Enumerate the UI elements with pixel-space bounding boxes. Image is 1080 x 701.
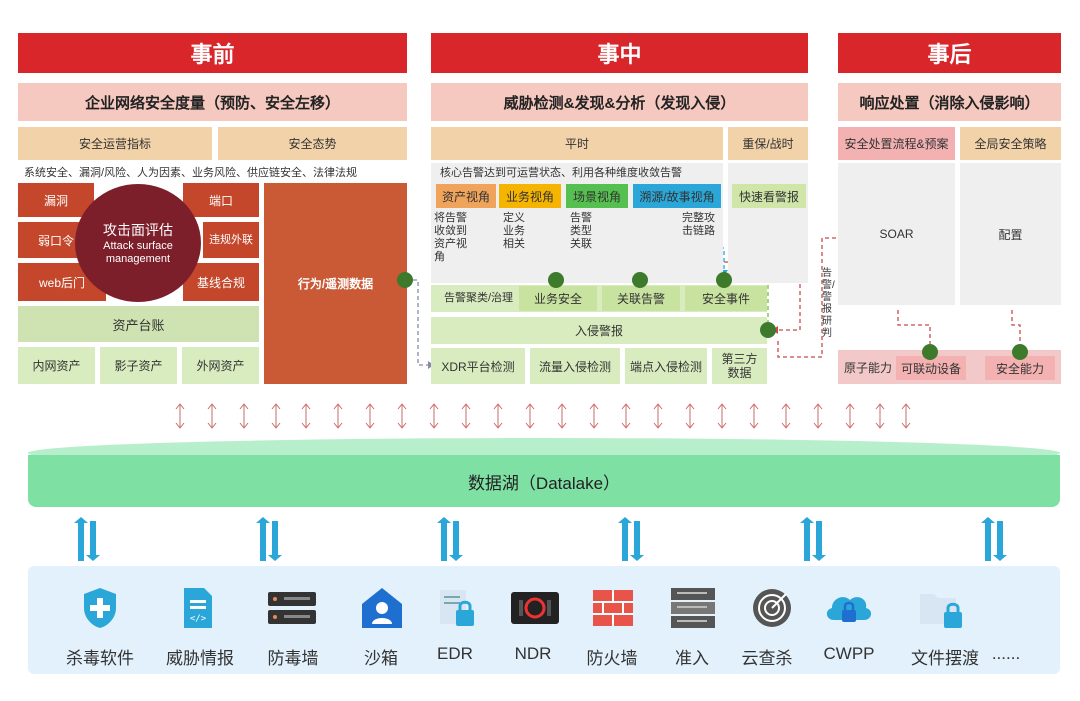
view-scenario: 场景视角 bbox=[566, 184, 628, 208]
server-icon bbox=[262, 584, 322, 632]
intrusion-alert: 入侵警报 bbox=[431, 317, 767, 344]
source-label-cloud-scan: 云查杀 bbox=[741, 649, 793, 668]
security-posture: 安全态势 bbox=[218, 127, 407, 160]
quick-view: 快速看警报 bbox=[732, 184, 806, 208]
view-story: 溯源/故事视角 bbox=[633, 184, 721, 208]
dot-correlated bbox=[632, 272, 648, 288]
wartime: 重保/战时 bbox=[728, 127, 808, 160]
global-policy: 全局安全策略 bbox=[960, 127, 1061, 160]
source-label-threat-intel: 威胁情报 bbox=[166, 649, 234, 668]
asset-shadow: 影子资产 bbox=[100, 347, 177, 384]
source-label-cwpp: CWPP bbox=[823, 644, 875, 663]
vuln-item: 漏洞 bbox=[18, 183, 94, 217]
security-capability: 安全能力 bbox=[985, 356, 1055, 380]
behavior-telemetry: 行为/遥测数据 bbox=[264, 183, 407, 384]
phase-after-header: 事后 bbox=[838, 33, 1061, 73]
asset-external: 外网资产 bbox=[182, 347, 259, 384]
wartime-panel bbox=[728, 163, 808, 283]
illegal-ext-item: 违规外联 bbox=[203, 222, 259, 258]
datalake-arrows bbox=[74, 517, 1007, 561]
source-label-firewall: 防火墙 bbox=[586, 649, 638, 668]
phase-during-header: 事中 bbox=[431, 33, 808, 73]
det-xdr: XDR平台检测 bbox=[431, 348, 525, 384]
asm-en: Attack surface management bbox=[103, 240, 173, 265]
network-device-icon bbox=[505, 584, 565, 632]
radar-icon bbox=[742, 584, 802, 632]
source-label-edr: EDR bbox=[437, 644, 473, 663]
det-endpoint: 端点入侵检测 bbox=[625, 348, 707, 384]
scope-line: 系统安全、漏洞/风险、人为因素、业务风险、供应链安全、法律法规 bbox=[24, 167, 358, 179]
view-business: 业务视角 bbox=[499, 184, 561, 208]
side-label: 告警/警报研判 bbox=[822, 268, 835, 339]
soar-panel: SOAR bbox=[838, 163, 955, 305]
attack-surface-circle: 攻击面评估 Attack surface management bbox=[75, 184, 201, 302]
source-label-antivirus: 杀毒软件 bbox=[66, 649, 134, 668]
config-panel: 配置 bbox=[960, 163, 1061, 305]
folder-lock-icon bbox=[912, 584, 972, 632]
note-asset: 将告警收敛到资产视角 bbox=[434, 212, 467, 263]
linkable-device: 可联动设备 bbox=[896, 356, 966, 380]
house-user-icon bbox=[352, 584, 412, 632]
normal-time: 平时 bbox=[431, 127, 723, 160]
source-label-more: ...... bbox=[991, 644, 1021, 663]
det-third-party: 第三方数据 bbox=[712, 348, 767, 384]
source-label-access: 准入 bbox=[675, 649, 709, 668]
dot-event bbox=[716, 272, 732, 288]
shield-plus-icon bbox=[70, 584, 130, 632]
datalake-bar: 数据湖（Datalake） bbox=[28, 455, 1060, 507]
det-traffic: 流量入侵检测 bbox=[530, 348, 620, 384]
phase-before-header: 事前 bbox=[18, 33, 407, 73]
svg-text:</>: </> bbox=[190, 614, 207, 624]
note-business: 定义业务相关 bbox=[503, 212, 525, 250]
cluster-event: 安全事件 bbox=[685, 286, 767, 311]
source-label-av-wall: 防毒墙 bbox=[267, 649, 319, 668]
core-alert-line: 核心告警达到可运营状态、利用各种维度收敛告警 bbox=[440, 167, 682, 179]
before-subtitle: 企业网络安全度量（预防、安全左移） bbox=[18, 83, 407, 121]
asm-cn: 攻击面评估 bbox=[103, 222, 173, 238]
note-story: 完整攻击链路 bbox=[682, 212, 715, 237]
dot-capability bbox=[1012, 344, 1028, 360]
cloud-lock-icon bbox=[818, 584, 878, 632]
connector-dot bbox=[397, 272, 413, 288]
baseline-item: 基线合规 bbox=[183, 263, 259, 301]
cluster-label: 告警聚类/治理 bbox=[444, 292, 514, 304]
cluster-correlated: 关联告警 bbox=[602, 286, 680, 311]
security-ops-metric: 安全运营指标 bbox=[18, 127, 212, 160]
port-item: 端口 bbox=[183, 183, 259, 217]
asset-internal: 内网资产 bbox=[18, 347, 95, 384]
source-label-file-transfer: 文件摆渡 bbox=[911, 649, 979, 668]
normal-time-panel bbox=[431, 163, 723, 283]
atomic-label: 原子能力 bbox=[843, 360, 892, 375]
asset-ledger: 资产台账 bbox=[18, 306, 259, 342]
after-subtitle: 响应处置（消除入侵影响） bbox=[838, 83, 1061, 121]
dot-linkable bbox=[922, 344, 938, 360]
cluster-business: 业务安全 bbox=[519, 286, 597, 311]
brick-wall-icon bbox=[583, 584, 643, 632]
note-scenario: 告警类型关联 bbox=[570, 212, 592, 250]
disposal-flow: 安全处置流程&预案 bbox=[838, 127, 955, 160]
source-label-sandbox: 沙箱 bbox=[364, 649, 398, 668]
source-label-ndr: NDR bbox=[514, 644, 552, 663]
server-rack-icon bbox=[663, 584, 723, 632]
file-lock-icon bbox=[426, 584, 486, 632]
dot-intrusion bbox=[760, 322, 776, 338]
view-asset: 资产视角 bbox=[436, 184, 496, 208]
during-subtitle: 威胁检测&发现&分析（发现入侵） bbox=[431, 83, 808, 121]
document-code-icon: </> bbox=[168, 584, 228, 632]
dot-business bbox=[548, 272, 564, 288]
